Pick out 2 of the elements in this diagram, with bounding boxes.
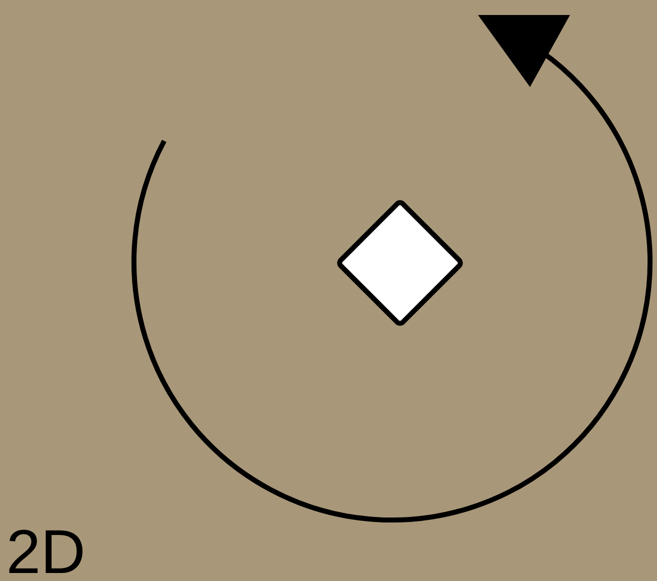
diamond-shape [337,200,463,326]
dimension-label: 2D [9,530,82,573]
